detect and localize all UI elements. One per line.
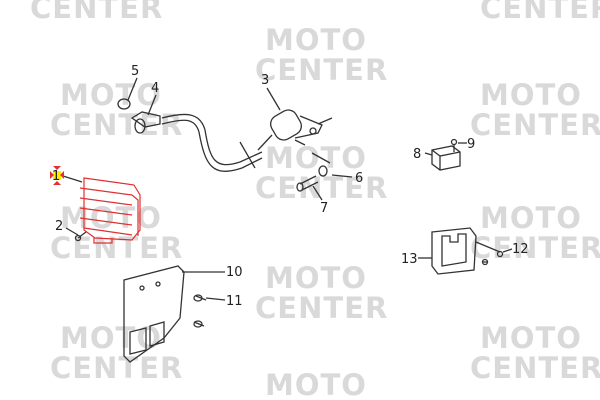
- ignition-lead: [161, 113, 263, 172]
- watermark-text: CENTER: [50, 231, 183, 265]
- callout-12[interactable]: 12: [512, 242, 529, 257]
- callout-7[interactable]: 7: [320, 201, 328, 216]
- watermark-text: CENTER: [255, 291, 388, 325]
- callout-5[interactable]: 5: [131, 64, 139, 79]
- part-1-regulator[interactable]: [79, 177, 141, 244]
- watermark-text: CENTER: [50, 351, 183, 385]
- callout-1[interactable]: 1: [52, 169, 60, 184]
- watermark-text: CENTER: [255, 53, 388, 87]
- callout-9[interactable]: 9: [467, 137, 475, 152]
- watermark-text: MOTO: [265, 141, 367, 175]
- watermark-text: CENTER: [30, 0, 163, 25]
- watermark-text: MOTO: [60, 78, 162, 112]
- part-12-screw[interactable]: [475, 241, 513, 266]
- part-8-relay[interactable]: [424, 145, 461, 171]
- part-6-washer[interactable]: [318, 165, 353, 178]
- watermark-text: CENTER: [480, 0, 600, 25]
- watermark-text: MOTO: [480, 321, 582, 355]
- watermark-text: CENTER: [470, 108, 600, 142]
- part-11-bolt[interactable]: [193, 294, 226, 328]
- watermark-text: MOTO: [60, 321, 162, 355]
- part-2-screw[interactable]: [65, 227, 87, 242]
- part-10-mounting-plate[interactable]: [123, 265, 225, 363]
- part-13-bracket[interactable]: [418, 227, 477, 275]
- callout-4[interactable]: 4: [151, 81, 159, 96]
- callout-3[interactable]: 3: [261, 73, 269, 88]
- watermark-text: CENTER: [470, 351, 600, 385]
- watermark-text: MOTO: [60, 201, 162, 235]
- watermark-text: MOTO: [265, 261, 367, 295]
- callout-11[interactable]: 11: [226, 294, 243, 309]
- watermark-text: MOTO: [265, 368, 367, 400]
- part-4-plug-cap[interactable]: [130, 94, 161, 134]
- watermark-text: MOTO: [480, 201, 582, 235]
- callout-2[interactable]: 2: [55, 219, 63, 234]
- callout-6[interactable]: 6: [355, 171, 363, 186]
- watermark-text: MOTO: [480, 78, 582, 112]
- watermark-text: CENTER: [50, 108, 183, 142]
- part-5-grommet[interactable]: [117, 77, 138, 110]
- watermark-text: MOTO: [265, 23, 367, 57]
- callout-10[interactable]: 10: [226, 265, 243, 280]
- part-7-bolt[interactable]: [296, 175, 323, 201]
- selected-marker-icon: [50, 166, 64, 185]
- callout-13[interactable]: 13: [401, 252, 418, 267]
- part-3-ignition-coil[interactable]: [239, 87, 333, 169]
- part-9-screw[interactable]: [450, 138, 468, 153]
- callout-8[interactable]: 8: [413, 147, 421, 162]
